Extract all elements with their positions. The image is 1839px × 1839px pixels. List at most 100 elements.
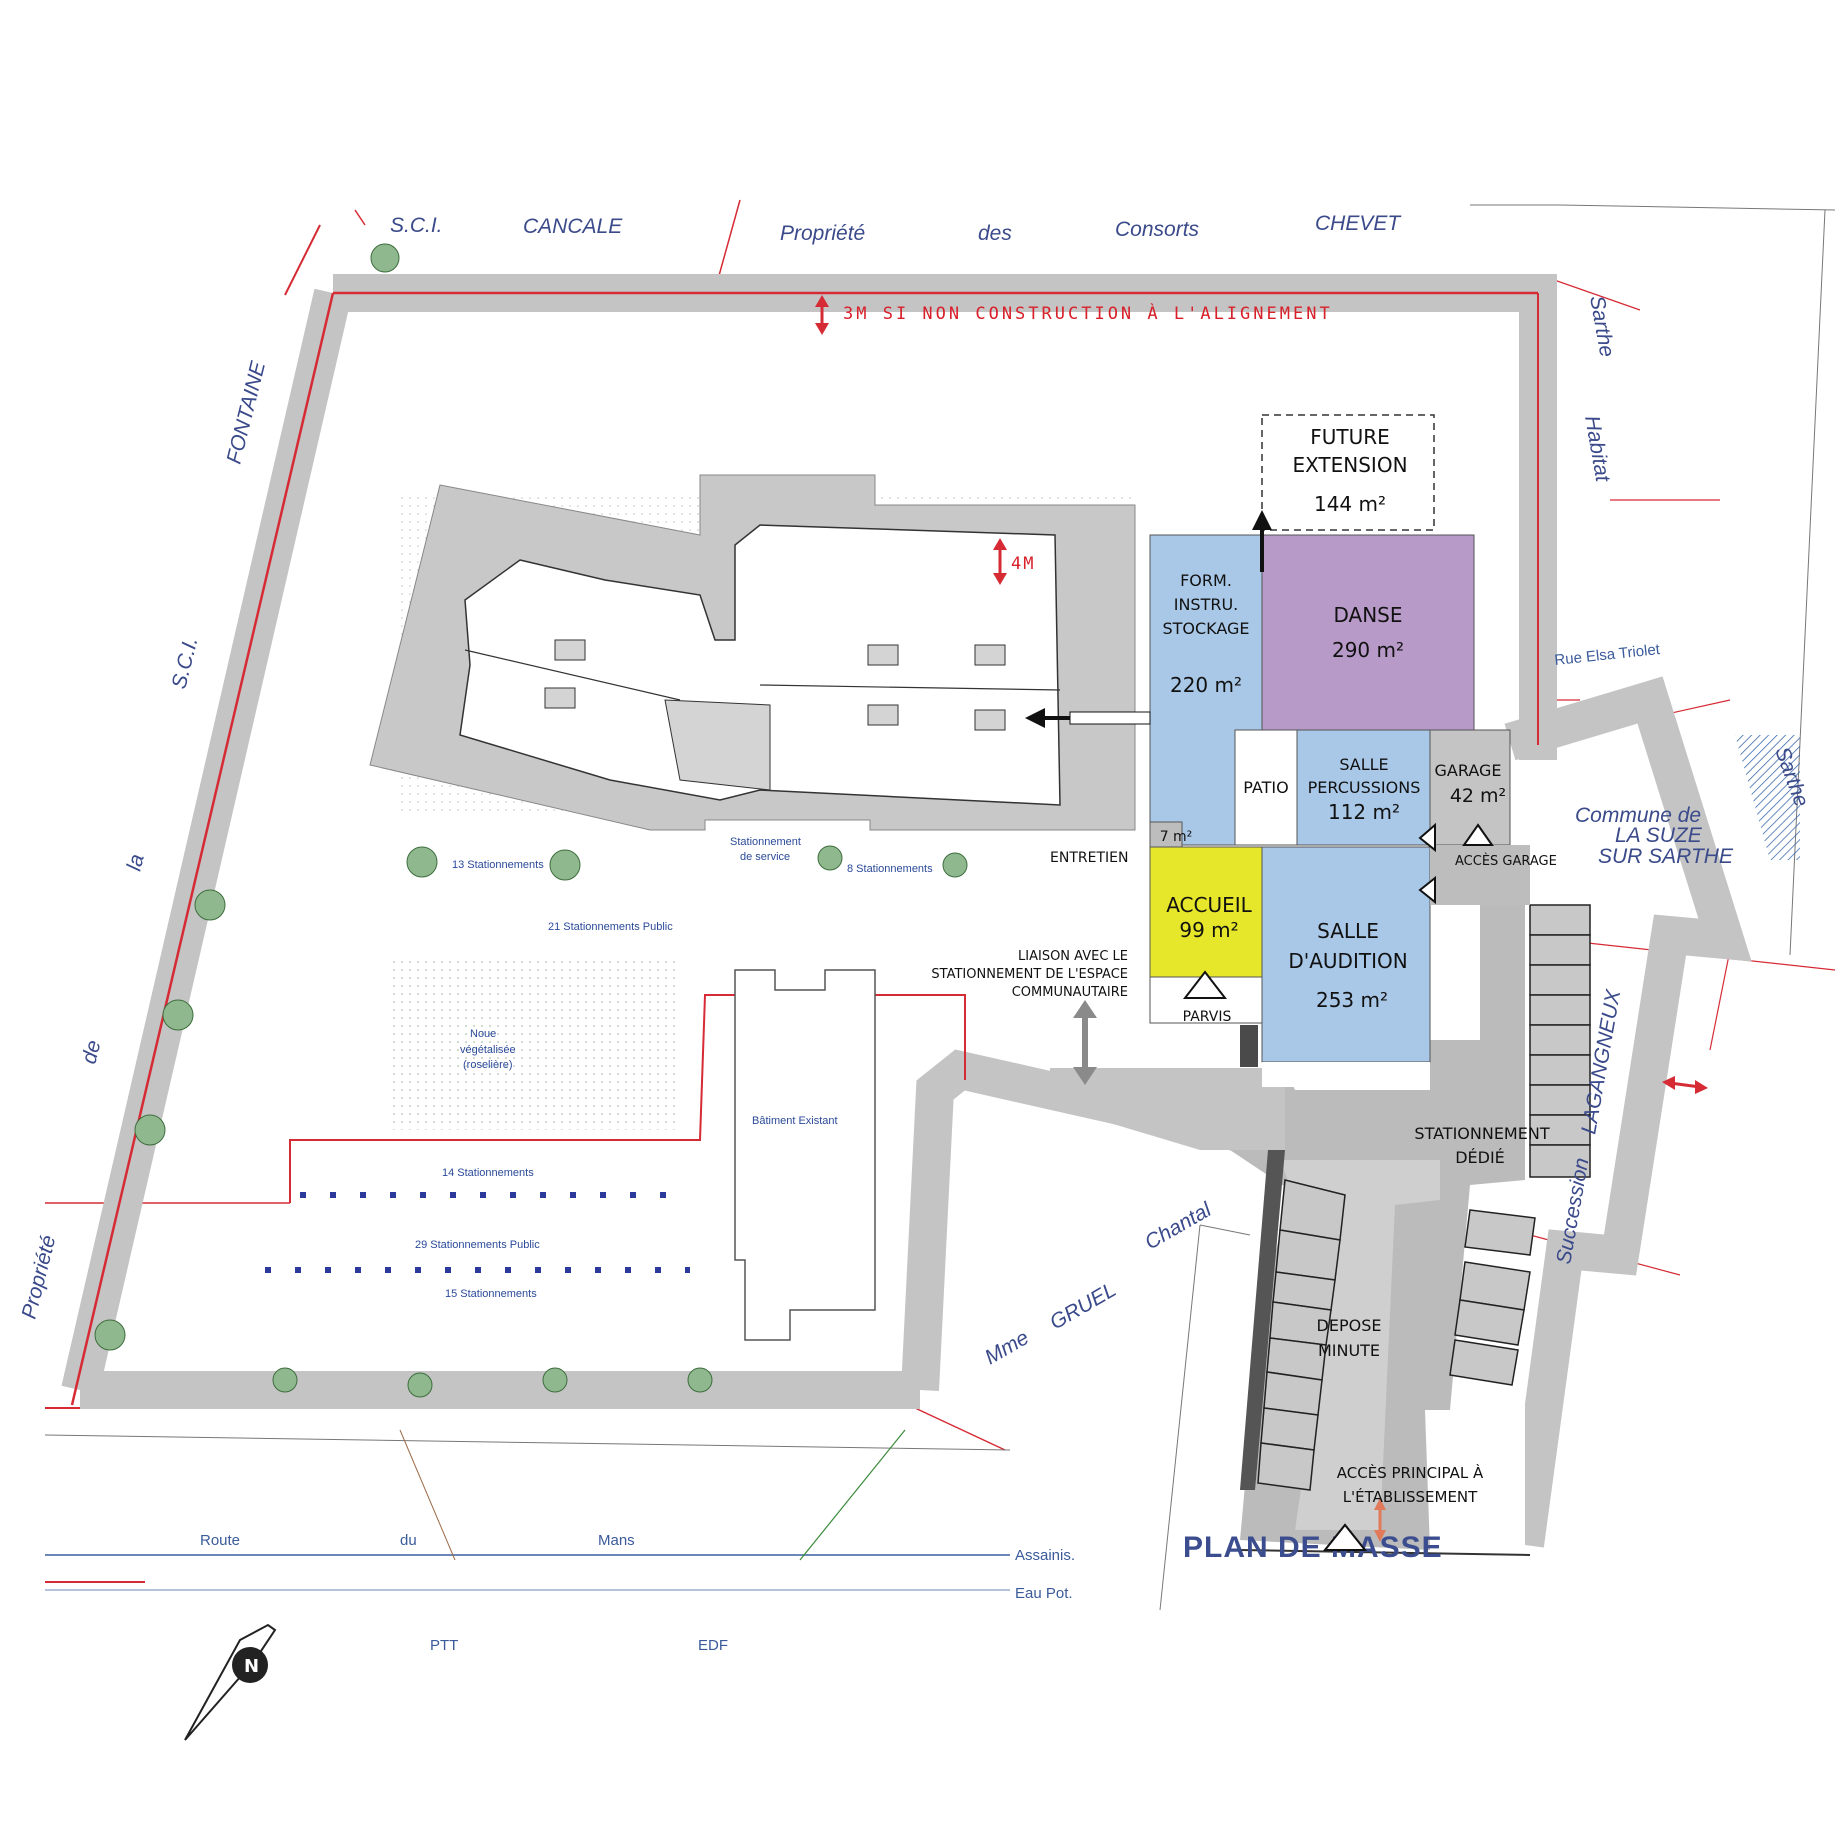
label-noue-3: (roselière) (463, 1059, 513, 1071)
percussions-area: 112 m² (1328, 800, 1400, 824)
label-noue-2: végétalisée (460, 1044, 516, 1056)
percussions-label: SALLE (1339, 755, 1388, 774)
owner-commune-1: Commune de (1575, 804, 1701, 827)
audition-label: SALLE (1317, 919, 1379, 943)
stationnement-dedie-label: STATIONNEMENT (1414, 1124, 1549, 1143)
depose-minute-label: DEPOSE (1317, 1316, 1382, 1335)
flow-arrows (815, 295, 1708, 1542)
label-15-stationnements: 15 Stationnements (445, 1288, 537, 1300)
hatched-zone (1735, 735, 1800, 860)
accueil-label: ACCUEIL (1166, 893, 1252, 917)
form-instru-label: INSTRU. (1174, 595, 1239, 614)
audition-apron (1262, 1062, 1430, 1087)
owner-sarthe: Sarthe (1585, 294, 1618, 359)
owner-sci-left: S.C.I. (168, 635, 203, 692)
road-eau-pot: Eau Pot. (1015, 1585, 1073, 1602)
label-8-stationnements: 8 Stationnements (847, 863, 933, 875)
parking-stalls-right (1449, 1209, 1536, 1386)
entretien-area: 7 m² (1160, 829, 1193, 845)
road-edf: EDF (698, 1637, 728, 1654)
future-extension-label: EXTENSION (1292, 453, 1407, 477)
owner-propriete-left: Propriété (18, 1233, 61, 1321)
existing-building (734, 969, 876, 1341)
four-meter-note: 4M (1011, 554, 1035, 574)
owner-fontaine: FONTAINE (223, 358, 271, 466)
dimension-annotations: 3M SI NON CONSTRUCTION À L'ALIGNEMENT 4M (843, 302, 1333, 574)
acces-principal-label: ACCÈS PRINCIPAL À (1337, 1463, 1484, 1482)
patio-label: PATIO (1243, 778, 1288, 797)
label-29-stationnements: 29 Stationnements Public (415, 1239, 540, 1251)
side-entry-icon (1418, 822, 1436, 853)
owner-commune-3: SUR SARTHE (1598, 845, 1734, 868)
label-noue-1: Noue (470, 1028, 496, 1040)
plan-title: PLAN DE MASSE (1183, 1531, 1443, 1564)
danse-area: 290 m² (1332, 638, 1404, 662)
garage-label: GARAGE (1435, 761, 1502, 780)
acces-garage-label: ACCÈS GARAGE (1455, 853, 1557, 869)
acces-principal-label: L'ÉTABLISSEMENT (1343, 1487, 1478, 1506)
survey-labels: 13 Stationnements Stationnement de servi… (415, 836, 933, 1300)
future-extension (1261, 414, 1435, 531)
room-danse (1261, 534, 1475, 731)
label-service-1: Stationnement (730, 836, 801, 848)
divider-bar (1240, 1150, 1285, 1490)
owner-mme: Mme (981, 1326, 1033, 1369)
room-audition (1261, 846, 1431, 1063)
road-mans: Mans (598, 1532, 635, 1549)
audition-area: 253 m² (1316, 988, 1388, 1012)
depose-minute-label: MINUTE (1318, 1341, 1380, 1360)
owner-sci: S.C.I. (390, 214, 443, 237)
street-rue-elsa-triolet: Rue Elsa Triolet (1554, 641, 1662, 669)
form-instru-label: STOCKAGE (1162, 619, 1249, 638)
garage-entry-icon (1462, 823, 1494, 846)
existing-project-footprint (369, 474, 1136, 831)
room-labels: FUTURE EXTENSION 144 m² FORM. INSTRU. ST… (931, 425, 1556, 1506)
label-21-stationnements: 21 Stationnements Public (548, 921, 673, 933)
garage-area: 42 m² (1450, 785, 1506, 807)
entretien-label: ENTRETIEN (1050, 850, 1128, 866)
garage-access (1430, 845, 1530, 905)
owner-commune-2: LA SUZE (1615, 824, 1703, 847)
owner-chevet: CHEVET (1315, 212, 1402, 235)
road-route: Route (200, 1532, 240, 1549)
divider-bar (1240, 1025, 1258, 1067)
building-program (1149, 414, 1530, 1087)
audition-label: D'AUDITION (1288, 949, 1407, 973)
setback-note: 3M SI NON CONSTRUCTION À L'ALIGNEMENT (843, 302, 1333, 324)
owner-propriete: Propriété (780, 222, 865, 245)
side-entry-icon (1418, 875, 1436, 905)
parking-stalls-left (1257, 1179, 1346, 1491)
parvis-label: PARVIS (1183, 1009, 1232, 1025)
owner-cancale: CANCALE (523, 215, 623, 238)
label-13-stationnements: 13 Stationnements (452, 859, 544, 871)
parking-stalls-dedicated (1529, 904, 1591, 1178)
form-instru-label: FORM. (1180, 571, 1232, 590)
noue-area (390, 960, 680, 1130)
future-extension-area: 144 m² (1314, 492, 1386, 516)
parvis-entry-icon (1182, 970, 1228, 999)
road-assainis: Assainis. (1015, 1547, 1075, 1564)
danse-label: DANSE (1333, 603, 1402, 627)
existing-plot-line (289, 994, 966, 1203)
parking-rows-public (265, 1192, 690, 1273)
liaison-label: LIAISON AVEC LE (1018, 949, 1128, 964)
owner-consorts: Consorts (1115, 218, 1200, 241)
owner-habitat: Habitat (1580, 414, 1614, 485)
road-du: du (400, 1532, 417, 1549)
tree-icons (94, 243, 968, 1398)
label-14-stationnements: 14 Stationnements (442, 1167, 534, 1179)
liaison-label: COMMUNAUTAIRE (1012, 985, 1128, 1000)
room-accueil (1149, 846, 1263, 978)
label-service-2: de service (740, 851, 790, 863)
main-entry-icon (1322, 1523, 1368, 1551)
owner-la: la (123, 852, 149, 873)
label-batiment-existant: Bâtiment Existant (752, 1115, 838, 1127)
owner-des: des (978, 222, 1012, 245)
percussions-label: PERCUSSIONS (1308, 778, 1421, 797)
road-ptt: PTT (430, 1637, 458, 1654)
owner-de: de (78, 1038, 106, 1066)
owner-gruel: GRUEL (1046, 1278, 1120, 1334)
stationnement-dedie-label: DÉDIÉ (1455, 1148, 1505, 1167)
compass-label: N (244, 1656, 259, 1677)
compass-icon: N (184, 1623, 277, 1741)
